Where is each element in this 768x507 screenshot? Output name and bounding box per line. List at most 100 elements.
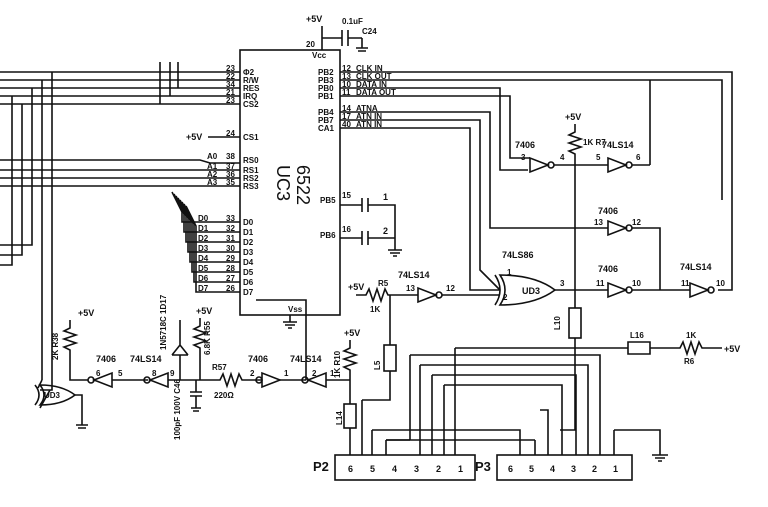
address-bus-label: A2 — [207, 170, 218, 179]
data-bus-label: D2 — [198, 234, 209, 243]
svg-text:12: 12 — [632, 218, 641, 227]
svg-text:5: 5 — [596, 153, 601, 162]
data-bus-line — [175, 195, 240, 243]
p2-label: P2 — [313, 459, 329, 474]
chip-pin-number: 38 — [226, 152, 235, 161]
chip-pin-name: PB2 — [318, 68, 334, 77]
data-bus-label: D4 — [198, 254, 209, 263]
chip-pin-name: D6 — [243, 278, 254, 287]
chip-pin-number: 17 — [342, 112, 351, 121]
svg-text:3: 3 — [560, 279, 565, 288]
chip-signal-label: ATNA — [356, 104, 378, 113]
chip-pin-name: PB4 — [318, 108, 334, 117]
svg-text:+5V: +5V — [344, 328, 360, 338]
p3-pin: 4 — [550, 464, 555, 474]
chip-pin-name: D0 — [243, 218, 254, 227]
chip-signal-label: DATA IN — [356, 80, 387, 89]
data-bus-line — [185, 205, 240, 293]
p2-pin: 5 — [370, 464, 375, 474]
svg-text:6: 6 — [96, 369, 101, 378]
svg-text:8: 8 — [152, 369, 157, 378]
r55-label: 6.8K R55 — [203, 321, 212, 355]
p2-pin: 4 — [392, 464, 397, 474]
c46-label: 100pF 100V C46 — [173, 379, 182, 440]
svg-text:L5: L5 — [373, 360, 382, 370]
chip-signal-label: ATN IN — [356, 120, 382, 129]
svg-text:11: 11 — [681, 279, 690, 288]
data-bus-label: D3 — [198, 244, 209, 253]
chip-part: 6522 — [293, 165, 313, 205]
vss-ground-symbol — [283, 315, 297, 329]
data-bus-label: D1 — [198, 224, 209, 233]
pb5-pb6-jumpers: PB5 PB6 15 16 1 2 — [320, 191, 402, 257]
data-bus-label: D5 — [198, 264, 209, 273]
svg-text:L10: L10 — [553, 316, 562, 330]
svg-text:13: 13 — [594, 218, 603, 227]
c24-ref: C24 — [362, 27, 377, 36]
svg-text:74LS14: 74LS14 — [398, 270, 430, 280]
address-bus-label: A0 — [207, 152, 218, 161]
r5-ref: R5 — [378, 279, 389, 288]
chip-pin-number: 12 — [342, 64, 351, 73]
p2-pin: 1 — [458, 464, 463, 474]
gate-7406-d: 7406 11 10 — [575, 264, 690, 299]
r7-vcc-label: +5V — [565, 112, 581, 122]
svg-text:+5V: +5V — [196, 306, 212, 316]
svg-text:L16: L16 — [630, 331, 644, 340]
p2-pin: 3 — [414, 464, 419, 474]
chip-pin-name: PB7 — [318, 116, 334, 125]
chip-pin-name: PB3 — [318, 76, 334, 85]
vcc-pin-num: 20 — [306, 40, 315, 49]
cs1-vcc-label: +5V — [186, 132, 202, 142]
svg-text:4: 4 — [560, 153, 565, 162]
chip-pin-number: 14 — [342, 104, 351, 113]
chip-pin-number: 13 — [342, 72, 351, 81]
p2-pin: 2 — [436, 464, 441, 474]
r6-ref: R6 — [684, 357, 695, 366]
svg-text:+5V: +5V — [78, 308, 94, 318]
chip-signal-label: DATA OUT — [356, 88, 396, 97]
p3-pin: 3 — [571, 464, 576, 474]
top-vcc-label: +5V — [306, 14, 322, 24]
chip-pin-name: CS2 — [243, 100, 259, 109]
right-signal-lines — [340, 71, 733, 291]
chip-pin-number: 30 — [226, 244, 235, 253]
p3-label: P3 — [475, 459, 491, 474]
chip-pin-name: D5 — [243, 268, 254, 277]
top-power-and-c24: +5V 0.1uF C24 — [306, 14, 377, 52]
svg-text:UD3: UD3 — [44, 391, 61, 400]
chip-pin-number: 34 — [226, 80, 235, 89]
data-bus-label: D0 — [198, 214, 209, 223]
chip-ref: UC3 — [273, 165, 293, 201]
chip-pin-number: 24 — [226, 129, 235, 138]
r5-vcc-label: +5V — [348, 282, 364, 292]
svg-text:13: 13 — [406, 284, 415, 293]
bottom-left-circuit: UD3 +5V 2K R38 7406 6 5 74LS14 8 9 1N571… — [34, 294, 360, 455]
c24-symbol — [321, 26, 362, 50]
svg-text:3: 3 — [521, 153, 526, 162]
connector-wiring — [361, 348, 668, 462]
chip-pin-number: 40 — [342, 120, 351, 129]
svg-text:74LS14: 74LS14 — [130, 354, 162, 364]
chip-pin-name: D3 — [243, 248, 254, 257]
svg-text:2: 2 — [503, 293, 508, 302]
gate-7406-c: 7406 13 12 — [588, 206, 661, 290]
chip-pin-number: 11 — [342, 88, 351, 97]
chip-pin-number: 10 — [342, 80, 351, 89]
chip-pin-name: D7 — [243, 288, 254, 297]
svg-text:10: 10 — [716, 279, 725, 288]
chip-pin-name: CA1 — [318, 124, 335, 133]
r38-label: 2K R38 — [51, 332, 60, 360]
r6-value: 1K — [686, 331, 696, 340]
address-bus-label: A3 — [207, 178, 218, 187]
svg-text:7406: 7406 — [96, 354, 116, 364]
p3-pin: 1 — [613, 464, 618, 474]
gate-74ls14-f: 74LS14 13 12 — [398, 270, 500, 304]
chip-pin-number: 37 — [226, 162, 235, 171]
gate-74ls14-b: 74LS14 5 6 — [575, 80, 651, 174]
gate-74ls86-xor: 74LS86 UD3 1 2 3 — [494, 250, 575, 306]
